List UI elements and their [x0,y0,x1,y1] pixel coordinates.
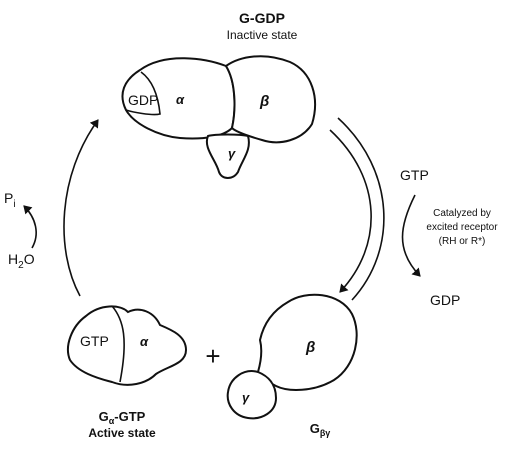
catalyst-line3: (RH or R*) [439,236,486,247]
gtp-to-gdp-arrow [401,194,421,277]
h2o-to-pi-arrow [23,205,37,249]
bottom-beta-label: β [305,339,315,356]
pi-label: Pi [4,190,16,210]
g-alpha-gtp-name: Gα-GTP [99,409,146,426]
g-gamma-subunit-shape [226,370,278,420]
catalyst-line2: excited receptor [426,222,498,233]
right-cycle-arrow-inner [329,129,372,293]
right-gtp-label: GTP [400,167,429,183]
right-cycle-arrow-outer [337,117,385,301]
top-gamma-label: γ [228,146,236,161]
plus-sign: + [205,341,220,371]
gdp-pocket-line [125,71,161,116]
g-beta-subunit-shape [256,293,358,391]
gtp-pocket-line [111,305,125,383]
left-cycle-arrow [63,119,99,297]
g-alpha-gtp-complex [67,305,188,386]
h2o-label: H2O [8,251,35,271]
bottom-gtp-label: GTP [80,333,109,349]
catalyst-line1: Catalyzed by [433,208,491,219]
top-alpha-label: α [176,92,185,107]
top-beta-label: β [259,93,269,110]
gamma-subunit-shape [205,133,250,179]
top-complex-subtitle: Inactive state [227,28,298,42]
g-beta-gamma-name: Gβγ [310,421,331,438]
bottom-gamma-label: γ [242,390,250,405]
g-alpha-subunit-shape [67,305,188,386]
g-alpha-gtp-subtitle: Active state [88,426,156,440]
g-gdp-complex [121,55,316,179]
top-complex-title: G-GDP [239,10,285,26]
g-beta-gamma-complex [226,293,358,420]
right-gdp-label: GDP [430,292,460,308]
bottom-alpha-label: α [140,334,149,349]
beta-subunit-shape [224,55,316,144]
top-gdp-label: GDP [128,92,158,108]
